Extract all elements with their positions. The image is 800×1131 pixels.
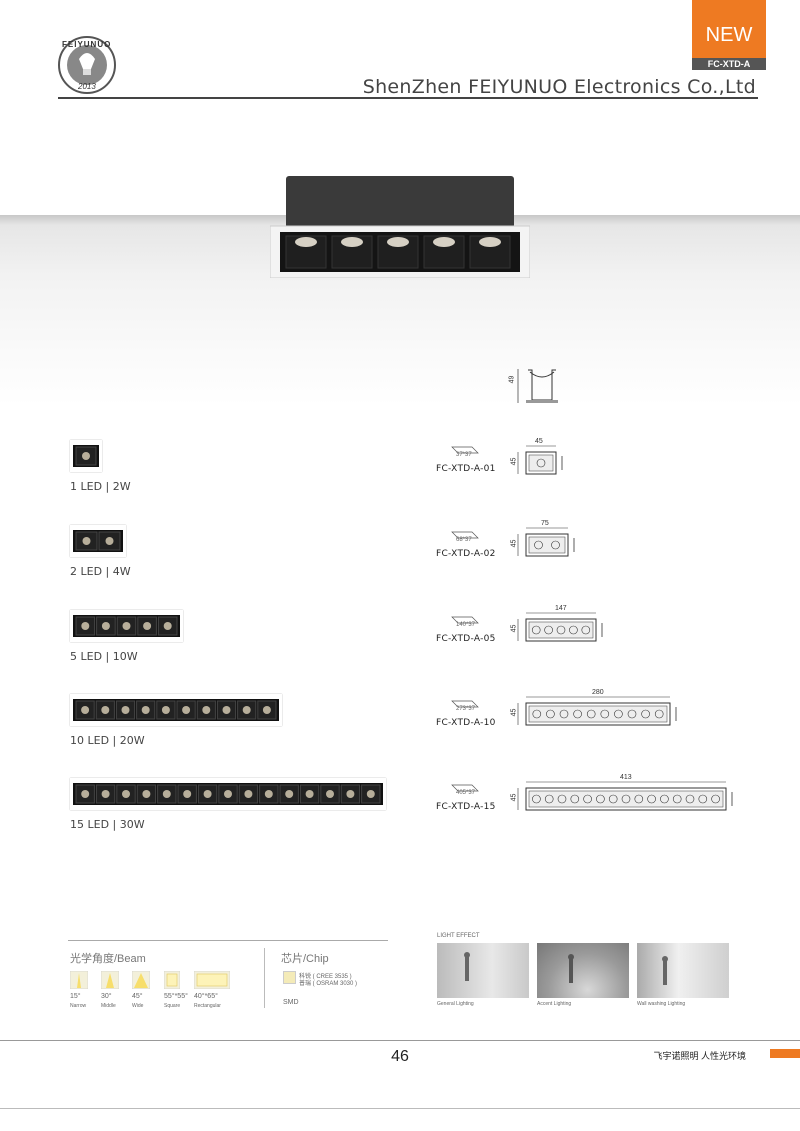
model-number: FC-XTD-A-02 [436,549,496,559]
footer-rule-bottom [0,1108,800,1109]
footer-rule-top [0,1040,800,1041]
profile-drawing [508,366,568,408]
new-badge: NEW FC-XTD-A [692,0,766,70]
cutout-sketch [450,527,480,545]
variant-thumbnail [70,610,183,642]
badge-new: NEW [692,0,766,58]
beam-name: Square [164,1003,181,1009]
chip-line-1: 科锐 ( CREE 3535 ) [299,974,352,980]
chip-line-2: 普瑞 ( OSRAM 3030 ) [299,981,358,987]
profile-height-dim: 49 [508,375,516,384]
length-dim: 147 [555,605,567,612]
logo [57,35,117,95]
cutout-size: 68*37 [456,537,472,543]
page-number: 46 [391,1048,409,1065]
beam-title: 光学角度/Beam [70,953,146,965]
variant-thumbnail [70,525,126,557]
chip-swatch [283,971,296,984]
width-dim: 45 [510,457,518,466]
effect-accent-image [537,943,629,998]
width-dim: 45 [510,708,518,717]
effect-accent-label: Accent Lighting [537,1001,572,1007]
beam-icon [193,970,231,994]
logo-text: FEIYUNUO [62,40,112,49]
beam-angle: 45° [132,993,143,1000]
header-rule [58,97,758,99]
variant-thumbnail [70,694,282,726]
effect-general-label: General Lighting [437,1001,474,1007]
width-dim: 45 [510,539,518,548]
beam-icon [163,970,181,994]
variant-thumbnail [70,440,102,472]
effect-wall-label: Wall washing Lighting [637,1001,686,1007]
cutout-size: 405*37 [456,790,476,796]
beam-icon [100,970,120,994]
badge-model-code: FC-XTD-A [692,58,766,70]
logo-year: 2013 [78,82,96,91]
length-dim: 75 [541,520,549,527]
variant-label: 1 LED | 2W [70,480,131,493]
length-dim: 45 [535,438,543,445]
model-number: FC-XTD-A-15 [436,802,496,812]
model-number: FC-XTD-A-05 [436,634,496,644]
light-effect-title: LIGHT EFFECT [437,933,480,939]
variant-thumbnail [70,778,386,810]
company-name: ShenZhen FEIYUNUO Electronics Co.,Ltd [362,76,756,98]
beam-rule [68,940,388,941]
length-dim: 280 [592,689,604,696]
product-hero-image [269,176,531,279]
dimension-drawing [514,691,688,736]
cutout-sketch [450,780,480,798]
beam-name: Middle [101,1003,116,1009]
cutout-sketch [450,696,480,714]
model-number: FC-XTD-A-01 [436,464,496,474]
effect-wall-washing-image [637,943,729,998]
variant-label: 5 LED | 10W [70,650,138,663]
cutout-size: 273*37 [456,706,476,712]
effect-general-image [437,943,529,998]
chip-title: 芯片/Chip [281,953,329,965]
width-dim: 45 [510,624,518,633]
cutout-size: 140*37 [456,622,476,628]
dimension-drawing [514,607,614,652]
beam-name: Wide [132,1003,144,1009]
beam-angle: 40°*65° [194,993,218,1000]
variant-label: 15 LED | 30W [70,818,145,831]
beam-angle: 15° [70,993,81,1000]
cutout-sketch [450,442,480,460]
beam-icon [131,970,151,994]
model-number: FC-XTD-A-10 [436,718,496,728]
length-dim: 413 [620,774,632,781]
dimension-drawing [514,776,744,821]
beam-angle: 55°*55° [164,993,188,1000]
dimension-drawing [514,440,574,485]
chip-type: SMD [283,999,299,1006]
width-dim: 45 [510,793,518,802]
beam-name: Rectangular [194,1003,221,1009]
footer-accent-tab [770,1049,800,1058]
beam-angle: 30° [101,993,112,1000]
dimension-drawing [514,522,586,567]
variant-label: 10 LED | 20W [70,734,145,747]
beam-chip-divider [264,948,265,1008]
footer-slogan: 飞宇诺照明 人性光环境 [653,1051,746,1061]
variant-label: 2 LED | 4W [70,565,131,578]
cutout-sketch [450,612,480,630]
cutout-size: 37*37 [456,452,472,458]
beam-name: Narrow [70,1003,87,1009]
beam-icon [69,970,89,994]
